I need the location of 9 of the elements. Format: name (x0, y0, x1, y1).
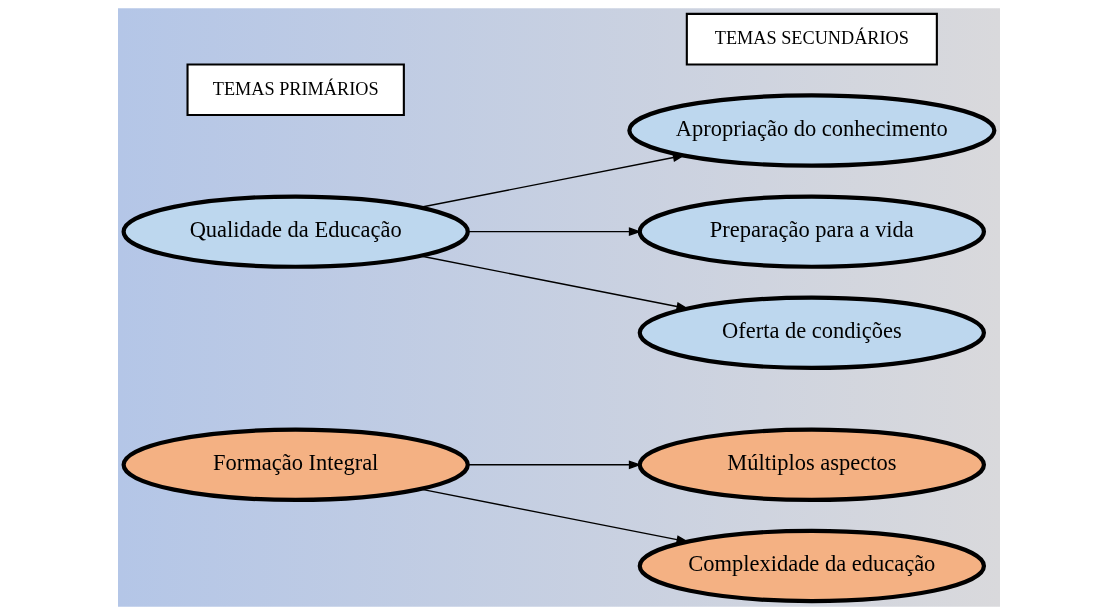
node-ellipse: Apropriação do conhecimento (627, 93, 997, 168)
node-ellipse: Oferta de condições (637, 295, 987, 370)
node-box: TEMAS SECUNDÁRIOS (685, 12, 938, 66)
node-ellipse: Complexidade da educação (637, 528, 987, 604)
node-ellipse: Preparação para a vida (637, 194, 987, 269)
node-ellipse: Formação Integral (121, 427, 470, 503)
node-ellipse: Múltiplos aspectos (637, 427, 987, 503)
node-ellipse: Qualidade da Educação (121, 194, 470, 269)
node-box: TEMAS PRIMÁRIOS (186, 63, 405, 117)
